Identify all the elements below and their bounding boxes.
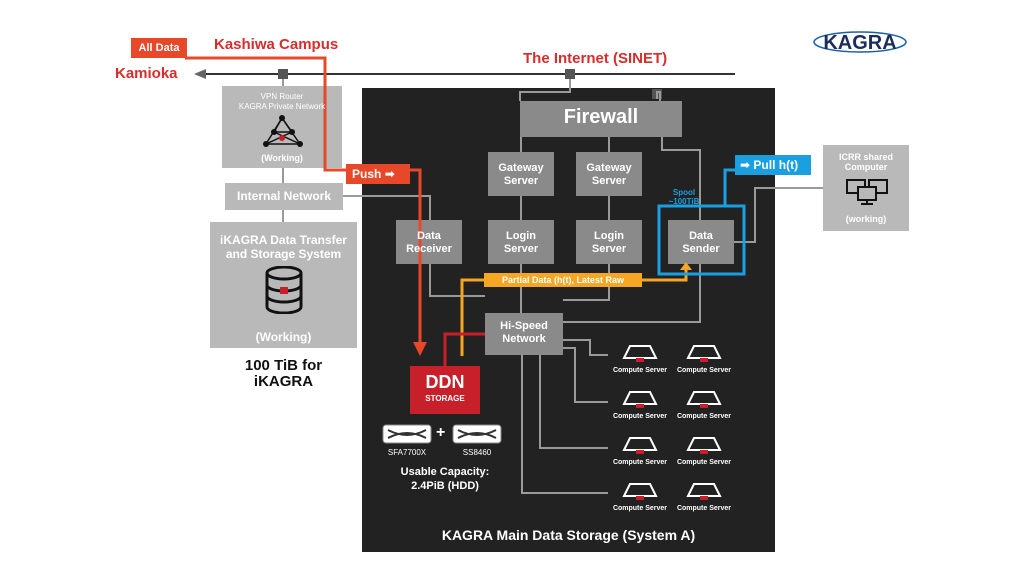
gateway-2-label-a: Gateway xyxy=(586,162,632,174)
compute-server-label: Compute Server xyxy=(676,413,732,420)
server-icon xyxy=(686,483,722,500)
login-1-label-b: Server xyxy=(503,243,539,255)
pull-label: Pull h(t) xyxy=(753,158,799,172)
compute-server: Compute Server xyxy=(600,390,680,420)
login-server-2 xyxy=(576,220,642,264)
internal-network-label: Internal Network xyxy=(236,189,332,203)
data-sender-box xyxy=(668,220,734,264)
compute-server-label: Compute Server xyxy=(612,505,668,512)
server-icon xyxy=(622,437,658,454)
kamioka-label: Kamioka xyxy=(115,65,178,82)
push-tag: Push ➡ xyxy=(346,164,410,184)
server-icon xyxy=(686,437,722,454)
sender-label-a: Data xyxy=(689,230,713,242)
login-server-1 xyxy=(488,220,554,264)
hispeed-label-a: Hi-Speed xyxy=(500,320,548,332)
kamioka-arrow xyxy=(194,69,206,79)
pull-tag: ➡ Pull h(t) xyxy=(735,155,811,175)
gateway-2-label-b: Server xyxy=(591,175,627,187)
gateway-server-2 xyxy=(576,152,642,196)
main-storage-caption: KAGRA Main Data Storage (System A) xyxy=(441,527,696,543)
sfa-hardware-icon xyxy=(382,424,432,444)
push-label: Push xyxy=(352,167,382,181)
vpn-router-box xyxy=(222,86,342,168)
sfa-label: SFA7700X xyxy=(387,448,427,457)
ikagra-title-2: and Storage System xyxy=(225,247,342,261)
hispeed-network-box xyxy=(485,313,563,355)
compute-server: Compute Server xyxy=(664,482,744,512)
gateway-server-1 xyxy=(488,152,554,196)
login-2-label-b: Server xyxy=(591,243,627,255)
computer-cluster-icon xyxy=(846,179,888,205)
ddn-storage-box xyxy=(410,366,480,414)
compute-server: Compute Server xyxy=(600,436,680,466)
ss-label: SS8460 xyxy=(462,448,492,457)
compute-server: Compute Server xyxy=(664,390,744,420)
icrr-status: (working) xyxy=(845,214,887,224)
compute-server: Compute Server xyxy=(600,482,680,512)
server-icon xyxy=(622,391,658,408)
network-mesh-icon xyxy=(263,115,303,147)
capacity-label-2: iKAGRA xyxy=(253,373,314,390)
server-icon xyxy=(686,391,722,408)
receiver-label-b: Receiver xyxy=(406,243,452,255)
main-storage-panel xyxy=(362,88,775,552)
kashiwa-campus-label: Kashiwa Campus xyxy=(214,36,339,53)
partial-data-label: Partial Data (h(t), Latest Raw xyxy=(484,273,642,287)
firewall-label: Firewall xyxy=(563,106,639,128)
compute-server: Compute Server xyxy=(664,344,744,374)
internal-network-box xyxy=(225,183,343,210)
arrow-right-icon: ➡ xyxy=(384,167,395,181)
data-receiver-box xyxy=(396,220,462,264)
icrr-title-2: Computer xyxy=(844,162,888,172)
usable-capacity-2: 2.4PiB (HDD) xyxy=(411,480,479,492)
usable-capacity-1: Usable Capacity: xyxy=(400,466,490,478)
sender-label-b: Sender xyxy=(682,243,720,255)
vpn-status: (Working) xyxy=(261,153,303,163)
spool-label-a: Spool xyxy=(672,188,696,197)
all-data-tag: All Data xyxy=(131,38,187,58)
plus-sign: + xyxy=(436,424,446,441)
arrow-right-icon: ➡ xyxy=(740,158,751,172)
database-icon xyxy=(265,266,303,314)
ddn-label-a: DDN xyxy=(425,372,465,392)
login-2-label-a: Login xyxy=(594,230,624,242)
compute-server-label: Compute Server xyxy=(612,413,668,420)
compute-server-label: Compute Server xyxy=(612,459,668,466)
ikagra-storage-box xyxy=(210,222,357,348)
firewall-box xyxy=(520,101,682,137)
ikagra-title-1: iKAGRA Data Transfer xyxy=(220,233,347,247)
receiver-label-a: Data xyxy=(417,230,441,242)
compute-server-label: Compute Server xyxy=(676,459,732,466)
capacity-label-1: 100 TiB for xyxy=(244,357,323,374)
compute-server: Compute Server xyxy=(600,344,680,374)
ss-hardware-icon xyxy=(452,424,502,444)
kagra-logo: KAGRA xyxy=(810,28,910,56)
vpn-router-label: VPN Router xyxy=(260,92,304,101)
server-icon xyxy=(686,345,722,362)
ikagra-status: (Working) xyxy=(255,330,312,344)
spool-label-b: ~100TiB xyxy=(668,197,700,206)
internet-label: The Internet (SINET) xyxy=(523,50,668,67)
compute-server-label: Compute Server xyxy=(676,505,732,512)
gateway-1-label-b: Server xyxy=(503,175,539,187)
gateway-1-label-a: Gateway xyxy=(498,162,544,174)
compute-server: Compute Server xyxy=(664,436,744,466)
vpn-network-label: KAGRA Private Network xyxy=(238,102,326,111)
icrr-title-1: ICRR shared xyxy=(838,152,893,162)
login-1-label-a: Login xyxy=(506,230,536,242)
ddn-label-b: STORAGE xyxy=(425,394,465,403)
compute-server-label: Compute Server xyxy=(612,367,668,374)
logo-text: KAGRA xyxy=(823,32,896,54)
server-icon xyxy=(622,483,658,500)
compute-server-label: Compute Server xyxy=(676,367,732,374)
server-icon xyxy=(622,345,658,362)
hispeed-label-b: Network xyxy=(502,333,546,345)
